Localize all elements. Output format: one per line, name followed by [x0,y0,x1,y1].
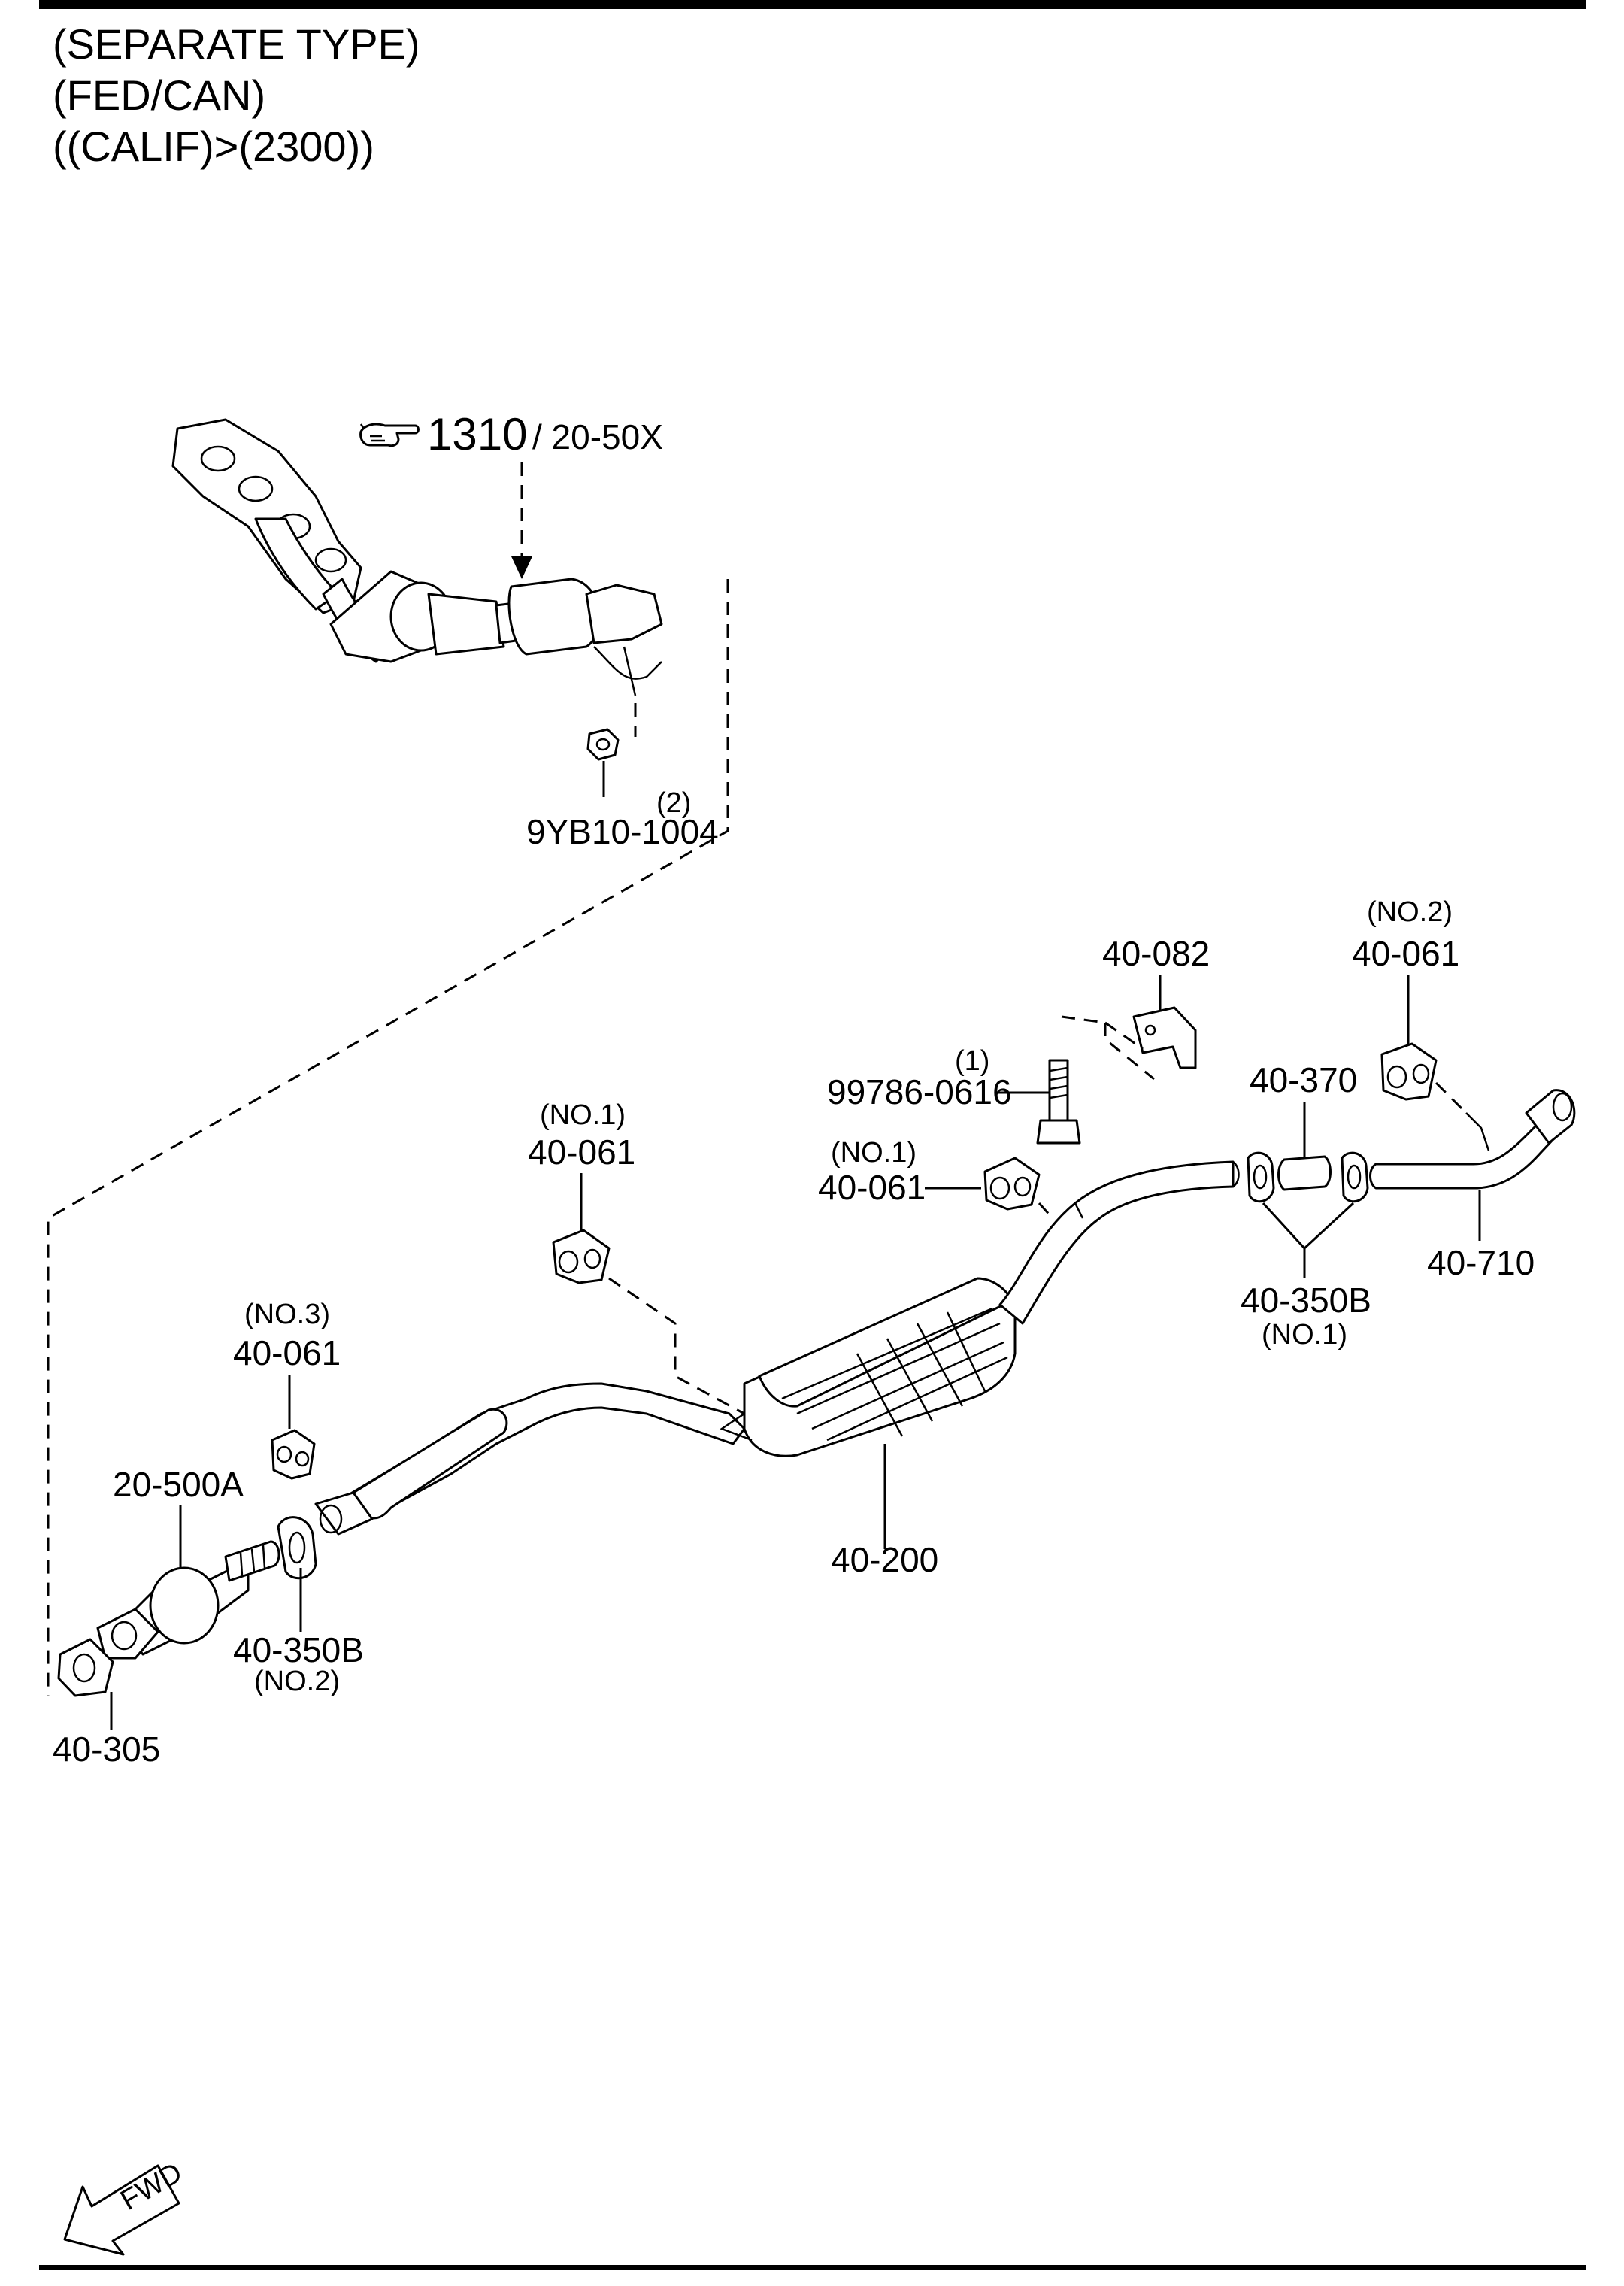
bracket-part[interactable]: 40-082 [1061,934,1210,1081]
hanger-no3-part[interactable]: (NO.3) 40-061 [233,1299,341,1480]
hanger-front-note: (NO.1) [831,1137,917,1169]
hanger-mid-note: (NO.1) [540,1099,626,1131]
hanger-no2-part-number: 40-061 [1352,934,1459,973]
hanger-mid-part-number: 40-061 [528,1132,635,1172]
nut-qty: (2) [656,787,691,819]
header-line-1: (SEPARATE TYPE) [53,20,420,68]
diagram-header: (SEPARATE TYPE) (FED/CAN) ((CALIF)>(2300… [53,20,420,170]
sleeve-part-number: 40-370 [1250,1060,1357,1099]
reference-callout[interactable]: 1310 / 20-50X [359,409,663,459]
hanger-no3-note: (NO.3) [244,1299,330,1330]
bolt-part-number: 99786-0616 [827,1072,1012,1111]
assembly-boundary-dashed [47,579,729,1696]
header-line-2: (FED/CAN) [53,71,265,119]
gasket-rear-note: (NO.1) [1262,1319,1347,1351]
catalyst-part-number: 20-500A [113,1465,244,1504]
hanger-no2-part[interactable]: (NO.2) 40-061 [1352,896,1468,1114]
bracket-part-number: 40-082 [1102,934,1210,973]
tail-pipe-part[interactable]: 40-710 [1369,1089,1576,1282]
reference-main-number: 1310 [427,409,527,459]
hanger-front-part[interactable]: (NO.1) 40-061 [818,1137,1054,1220]
gasket-rear-leader [1262,1202,1355,1278]
nut-part-number: 9YB10-1004 [526,812,719,851]
tail-pipe-part-number: 40-710 [1427,1243,1535,1282]
bolt-qty: (1) [955,1045,989,1077]
hanger-front-part-number: 40-061 [818,1168,926,1207]
hanger-no3-part-number: 40-061 [233,1333,341,1372]
catalyst-part[interactable]: 20-500A [96,1465,280,1660]
reference-sub-number: / 20-50X [532,417,663,456]
hanger-mid-part[interactable]: (NO.1) 40-061 [528,1099,745,1415]
gasket-front-part[interactable]: 40-350B (NO.2) [233,1516,364,1697]
hanger-no2-note: (NO.2) [1367,896,1453,928]
bottom-rule [39,2265,1586,2270]
bolt-part[interactable]: (1) 99786-0616 [827,1045,1081,1145]
muffler-part-number: 40-200 [831,1540,938,1579]
header-line-3: ((CALIF)>(2300)) [53,123,374,170]
gasket-rear-part-number: 40-350B [1241,1281,1371,1320]
nut-part[interactable]: (2) 9YB10-1004 [526,728,719,851]
flange-gasket-part[interactable]: 40-305 [53,1638,160,1769]
reference-arrowhead [511,556,532,579]
exhaust-manifold-assembly [171,418,663,737]
fwd-direction-arrow: FWD [63,2157,187,2256]
gasket-front-part-number: 40-350B [233,1630,364,1669]
top-rule [39,0,1586,9]
pointing-hand-icon [359,423,420,447]
gasket-front-note: (NO.2) [254,1666,340,1697]
muffler-assembly[interactable]: 40-200 [314,1160,1240,1579]
flange-gasket-part-number: 40-305 [53,1730,160,1769]
gasket-rear-part[interactable]: 40-350B (NO.1) [1241,1151,1371,1351]
sleeve-part[interactable]: 40-370 [1250,1060,1357,1191]
